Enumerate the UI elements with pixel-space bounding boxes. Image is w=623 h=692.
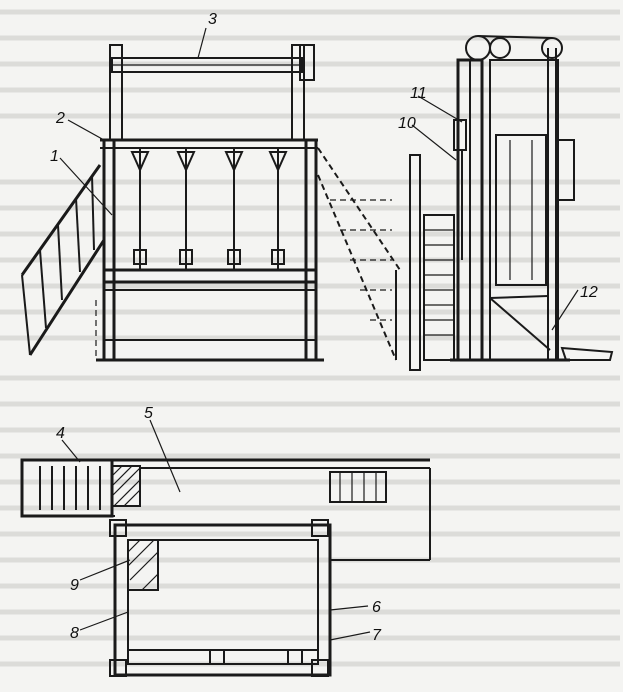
right-stair-dashed [317,147,401,361]
label-8: 8 [70,625,79,642]
label-9: 9 [70,577,79,594]
leader-lines [59,27,579,641]
label-12: 12 [580,284,598,301]
hatch-block-top [111,465,141,507]
label-7: 7 [372,627,382,644]
callout-labels: 3 2 1 11 10 12 4 5 9 8 6 7 [50,11,598,644]
right-elevation-view [409,35,614,371]
platform [102,268,318,284]
label-1: 1 [50,148,59,165]
clamp [453,119,467,151]
short-post [409,154,421,371]
pulley-right [541,37,563,59]
label-11: 11 [410,85,427,102]
label-4: 4 [56,425,65,442]
label-2: 2 [55,110,65,127]
small-stair [423,214,455,361]
hoist-cage [495,134,547,286]
left-elevation-view [20,44,401,362]
plan-enclosure [113,523,332,677]
background-text-lines [0,9,620,667]
left-ladder [20,164,106,356]
label-10: 10 [398,115,416,132]
base-plate [560,346,614,361]
plan-view [20,458,431,677]
label-3: 3 [208,11,217,28]
hatch-block-side [127,539,159,591]
hangers [130,151,288,265]
label-5: 5 [144,405,153,422]
label-6: 6 [372,599,381,616]
